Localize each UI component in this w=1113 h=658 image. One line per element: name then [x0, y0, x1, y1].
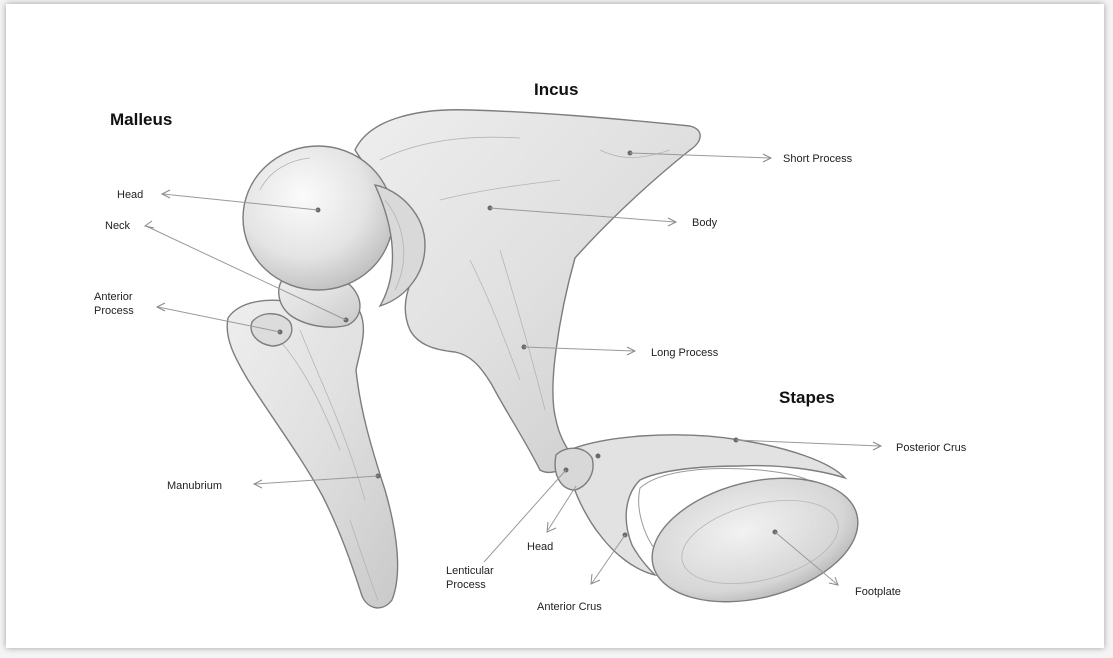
label-anterior-process-2: Process: [94, 305, 134, 317]
label-anterior-crus: Anterior Crus: [537, 601, 602, 613]
incus-bone: [355, 110, 700, 473]
label-long-process: Long Process: [651, 347, 719, 359]
label-anterior-process-1: Anterior: [94, 291, 133, 303]
malleus-title: Malleus: [110, 110, 172, 129]
label-stapes-head: Head: [527, 541, 553, 553]
label-posterior-crus: Posterior Crus: [896, 442, 967, 454]
stapes-bone: [555, 435, 871, 622]
label-footplate: Footplate: [855, 586, 901, 598]
label-manubrium: Manubrium: [167, 480, 222, 492]
label-lenticular-process-2: Process: [446, 579, 486, 591]
label-malleus-neck: Neck: [105, 220, 131, 232]
label-malleus-head: Head: [117, 189, 143, 201]
label-short-process: Short Process: [783, 153, 853, 165]
label-body: Body: [692, 217, 718, 229]
incus-title: Incus: [534, 80, 578, 99]
malleus-bone: [227, 146, 425, 608]
stapes-title: Stapes: [779, 388, 835, 407]
label-lenticular-process-1: Lenticular: [446, 565, 494, 577]
